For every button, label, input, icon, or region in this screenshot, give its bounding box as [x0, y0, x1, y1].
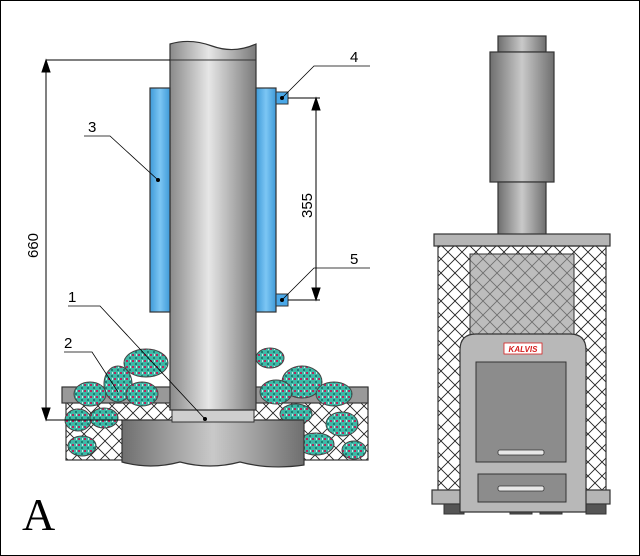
- water-tank-right: [255, 87, 277, 313]
- callout-2: 2: [64, 335, 72, 352]
- stove-top-plate: [433, 233, 611, 247]
- dimension-355: [288, 96, 321, 302]
- drawer-handle: [497, 485, 545, 492]
- dimension-660: [41, 58, 170, 422]
- cross-section: 1 2 3 4 5 660 355 A: [22, 40, 370, 540]
- inner-body: [469, 253, 575, 341]
- front-view: KALVIS: [431, 35, 611, 515]
- chimney-top-section: [497, 35, 547, 53]
- door-glass: [475, 361, 567, 463]
- firebox: [121, 419, 305, 468]
- stones: [64, 347, 367, 460]
- chimney-pipe: [169, 40, 257, 411]
- leaders: [64, 65, 370, 420]
- dimension-355-label: 355: [299, 193, 316, 218]
- chimney-lower-section: [497, 181, 547, 237]
- dimension-660-label: 660: [25, 233, 42, 258]
- water-tank-left: [149, 87, 171, 313]
- brand-label: KALVIS: [509, 345, 539, 354]
- stove-leg-right: [585, 503, 607, 515]
- panel-letter: A: [22, 489, 55, 540]
- callout-1: 1: [68, 289, 76, 306]
- callout-4: 4: [350, 49, 358, 66]
- callout-5: 5: [350, 251, 358, 268]
- tank-shell: [489, 51, 555, 183]
- brand-badge: [503, 342, 543, 355]
- pipe-flange: [171, 409, 255, 423]
- callout-3: 3: [88, 119, 96, 136]
- door-handle: [497, 449, 545, 456]
